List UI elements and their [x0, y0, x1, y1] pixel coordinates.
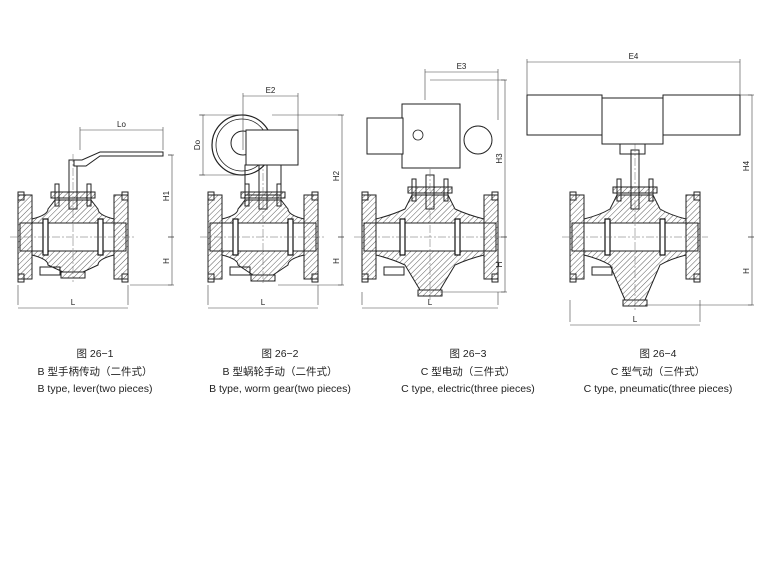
figure-title-cn: B 型蜗轮手动（二件式） [222, 365, 338, 378]
fig3-dim-h3-label: H3 [495, 153, 504, 164]
fig1-bolt [17, 273, 25, 283]
caption-fig-26-4: 图 26−4 C 型气动（三件式） C type, pneumatic(thre… [558, 346, 758, 399]
fig1-gland-bolt [86, 183, 92, 207]
fig1-dim-h-label: H [162, 258, 171, 264]
figure-title-cn: B 型手柄传动（二件式） [37, 365, 153, 378]
figure-number: 图 26−4 [639, 348, 677, 360]
fig4-bolt [569, 191, 577, 201]
fig4-dim-e4-label: E4 [629, 52, 639, 61]
fig1-dim-h1-label: H1 [162, 190, 171, 201]
fig1-dim-lo-label: Lo [117, 120, 126, 129]
fig4-cylinder-left [526, 94, 603, 136]
caption-fig-26-2: 图 26−2 B 型蜗轮手动（二件式） B type, worm gear(tw… [180, 346, 380, 399]
fig3-gland-bolt [411, 178, 417, 202]
fig3-indicator [412, 129, 424, 141]
fig2-dim-h-label: H [332, 258, 341, 264]
fig3-motor [366, 117, 404, 155]
fig2-bolt [207, 191, 215, 201]
fig3-dim-e3-label: E3 [457, 62, 467, 71]
fig2-dim-h2-label: H2 [332, 170, 341, 181]
fig4-cylinder-right [662, 94, 741, 136]
figure-title-en: B type, lever(two pieces) [37, 383, 153, 395]
fig2-dim-do-label: Do [193, 139, 202, 150]
fig2-bolt [207, 273, 215, 283]
fig3-dim-h-label: H [495, 261, 504, 267]
fig2-gearbox [245, 129, 299, 166]
fig1-gland-bolt [54, 183, 60, 207]
fig3-gland-bolt [443, 178, 449, 202]
fig2-dim-e2-label: E2 [266, 86, 276, 95]
fig4-dim-h4-label: H4 [742, 160, 751, 171]
fig4-gland-bolt [616, 178, 622, 202]
caption-fig-26-3: 图 26−3 C 型电动（三件式） C type, electric(three… [368, 346, 568, 399]
fig1-drain-plug [39, 266, 61, 276]
figure-number: 图 26−2 [261, 348, 299, 360]
fig1-bolt [121, 191, 129, 201]
fig4-actuator-body [601, 97, 664, 145]
fig3-bolt [361, 273, 369, 283]
fig4-bolt [569, 273, 577, 283]
fig4-gland-bolt [648, 178, 654, 202]
fig1-bolt [121, 273, 129, 283]
fig2-dim-l-label: L [261, 298, 266, 307]
figure-title-cn: C 型电动（三件式） [420, 365, 516, 378]
caption-fig-26-1: 图 26−1 B 型手柄传动（二件式） B type, lever(two pi… [0, 346, 195, 399]
fig2-drain-plug [229, 266, 251, 276]
figure-title-en: C type, pneumatic(three pieces) [583, 383, 733, 395]
figure-title-en: B type, worm gear(two pieces) [209, 383, 351, 395]
figure-number: 图 26−3 [449, 348, 487, 360]
fig3-handwheel [463, 125, 493, 155]
fig1-dim-l-label: L [71, 298, 76, 307]
figure-number: 图 26−1 [76, 348, 114, 360]
fig2-bolt [311, 273, 319, 283]
fig4-bolt [693, 191, 701, 201]
fig4-drain-plug [591, 266, 613, 276]
figure-title-cn: C 型气动（三件式） [610, 365, 706, 378]
fig1-bolt [17, 191, 25, 201]
fig4-coupling [619, 143, 646, 155]
fig3-bolt [491, 273, 499, 283]
fig3-dim-l-label: L [428, 298, 433, 307]
fig4-bolt [693, 273, 701, 283]
fig4-dim-h-label: H [742, 268, 751, 274]
fig2-bracket [244, 164, 282, 196]
fig3-bolt [491, 191, 499, 201]
figure-title-en: C type, electric(three pieces) [401, 383, 535, 395]
fig1-lever-handle [73, 151, 164, 167]
fig4-dim-l-label: L [633, 315, 638, 324]
fig3-bolt [361, 191, 369, 201]
fig3-drain-plug [383, 266, 405, 276]
fig2-bolt [311, 191, 319, 201]
fig3-actuator [401, 103, 461, 169]
